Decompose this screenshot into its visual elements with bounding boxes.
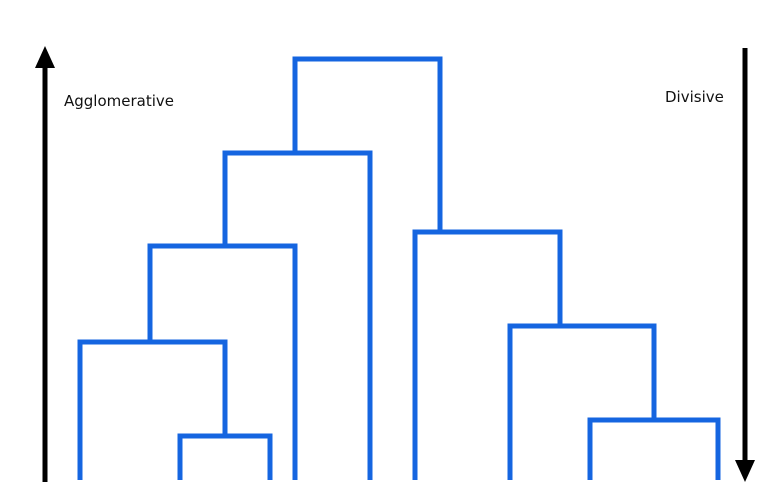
divisive-label: Divisive	[665, 88, 724, 106]
divisive-arrow	[735, 48, 755, 482]
dendrogram	[77, 56, 721, 480]
merge-5-link	[587, 417, 721, 480]
agglomerative-arrow	[35, 46, 55, 482]
merge-1-link	[177, 433, 273, 480]
agglomerative-label: Agglomerative	[64, 92, 175, 110]
merge-6-link	[507, 323, 657, 480]
merge-7-link	[412, 229, 563, 480]
root-link	[292, 56, 443, 232]
arrow-up-icon	[35, 46, 55, 68]
arrow-down-icon	[735, 460, 755, 482]
merge-2-link	[77, 339, 228, 480]
